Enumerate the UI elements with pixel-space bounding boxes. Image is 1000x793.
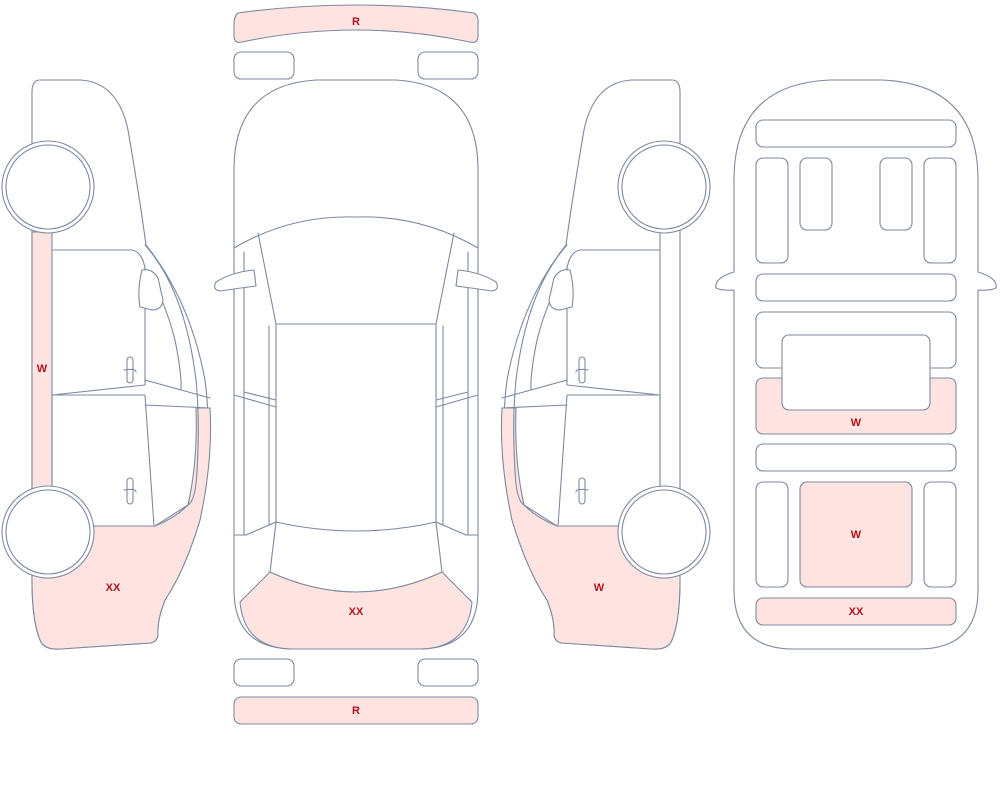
right-side-view: W: [500, 79, 711, 650]
top-view: XX: [214, 79, 498, 650]
dashboard-panel[interactable]: [755, 119, 957, 148]
interior-cargo-floor[interactable]: [799, 481, 913, 588]
left-rocker-panel[interactable]: [31, 231, 53, 491]
front-rear-fascia-label: XX: [349, 606, 364, 618]
rear-left-trim[interactable]: [755, 481, 789, 588]
right-headlight[interactable]: [417, 51, 479, 80]
front-right-seat[interactable]: [879, 157, 913, 231]
left-rocker-label: W: [37, 363, 48, 375]
rear-headliner-panel[interactable]: [781, 334, 931, 411]
left-rear-quarter-label: XX: [106, 582, 121, 594]
front-bumper-strip[interactable]: R: [233, 4, 479, 43]
right-front-wheel[interactable]: [617, 140, 711, 234]
front-left-door-trim[interactable]: [755, 157, 789, 264]
interior-view: W W XX: [715, 79, 997, 650]
left-headlight[interactable]: [233, 51, 295, 80]
top-right-mirror[interactable]: [455, 269, 498, 292]
center-console[interactable]: [755, 273, 957, 302]
interior-rear-panel-label: XX: [849, 606, 864, 618]
interior-cargo-floor-label: W: [851, 529, 862, 541]
right-rear-wheel[interactable]: [617, 485, 711, 579]
rear-bumper-label: R: [352, 705, 360, 717]
interior-rear-panel[interactable]: [755, 597, 957, 626]
front-left-seat[interactable]: [799, 157, 833, 231]
front-bumper-label: R: [352, 16, 360, 28]
left-taillight[interactable]: [233, 658, 295, 687]
interior-rear-seat-label: W: [851, 417, 862, 429]
rear-right-trim[interactable]: [923, 481, 957, 588]
left-rear-door-handle[interactable]: [126, 477, 134, 505]
right-taillight[interactable]: [417, 658, 479, 687]
right-rear-quarter-panel[interactable]: [500, 407, 681, 650]
front-right-door-trim[interactable]: [923, 157, 957, 264]
right-rear-door-handle[interactable]: [578, 477, 586, 505]
left-side-view: W XX: [1, 79, 212, 650]
top-left-mirror[interactable]: [214, 269, 257, 292]
right-rear-quarter-label: W: [594, 582, 605, 594]
left-rear-wheel[interactable]: [1, 485, 95, 579]
rear-bumper-strip[interactable]: R: [233, 696, 479, 725]
front-rear-fascia[interactable]: [239, 571, 473, 650]
right-mirror[interactable]: [548, 269, 574, 311]
left-front-wheel[interactable]: [1, 140, 95, 234]
rear-shelf[interactable]: [755, 443, 957, 472]
left-mirror[interactable]: [138, 269, 164, 311]
left-rear-quarter-panel[interactable]: [31, 407, 212, 650]
